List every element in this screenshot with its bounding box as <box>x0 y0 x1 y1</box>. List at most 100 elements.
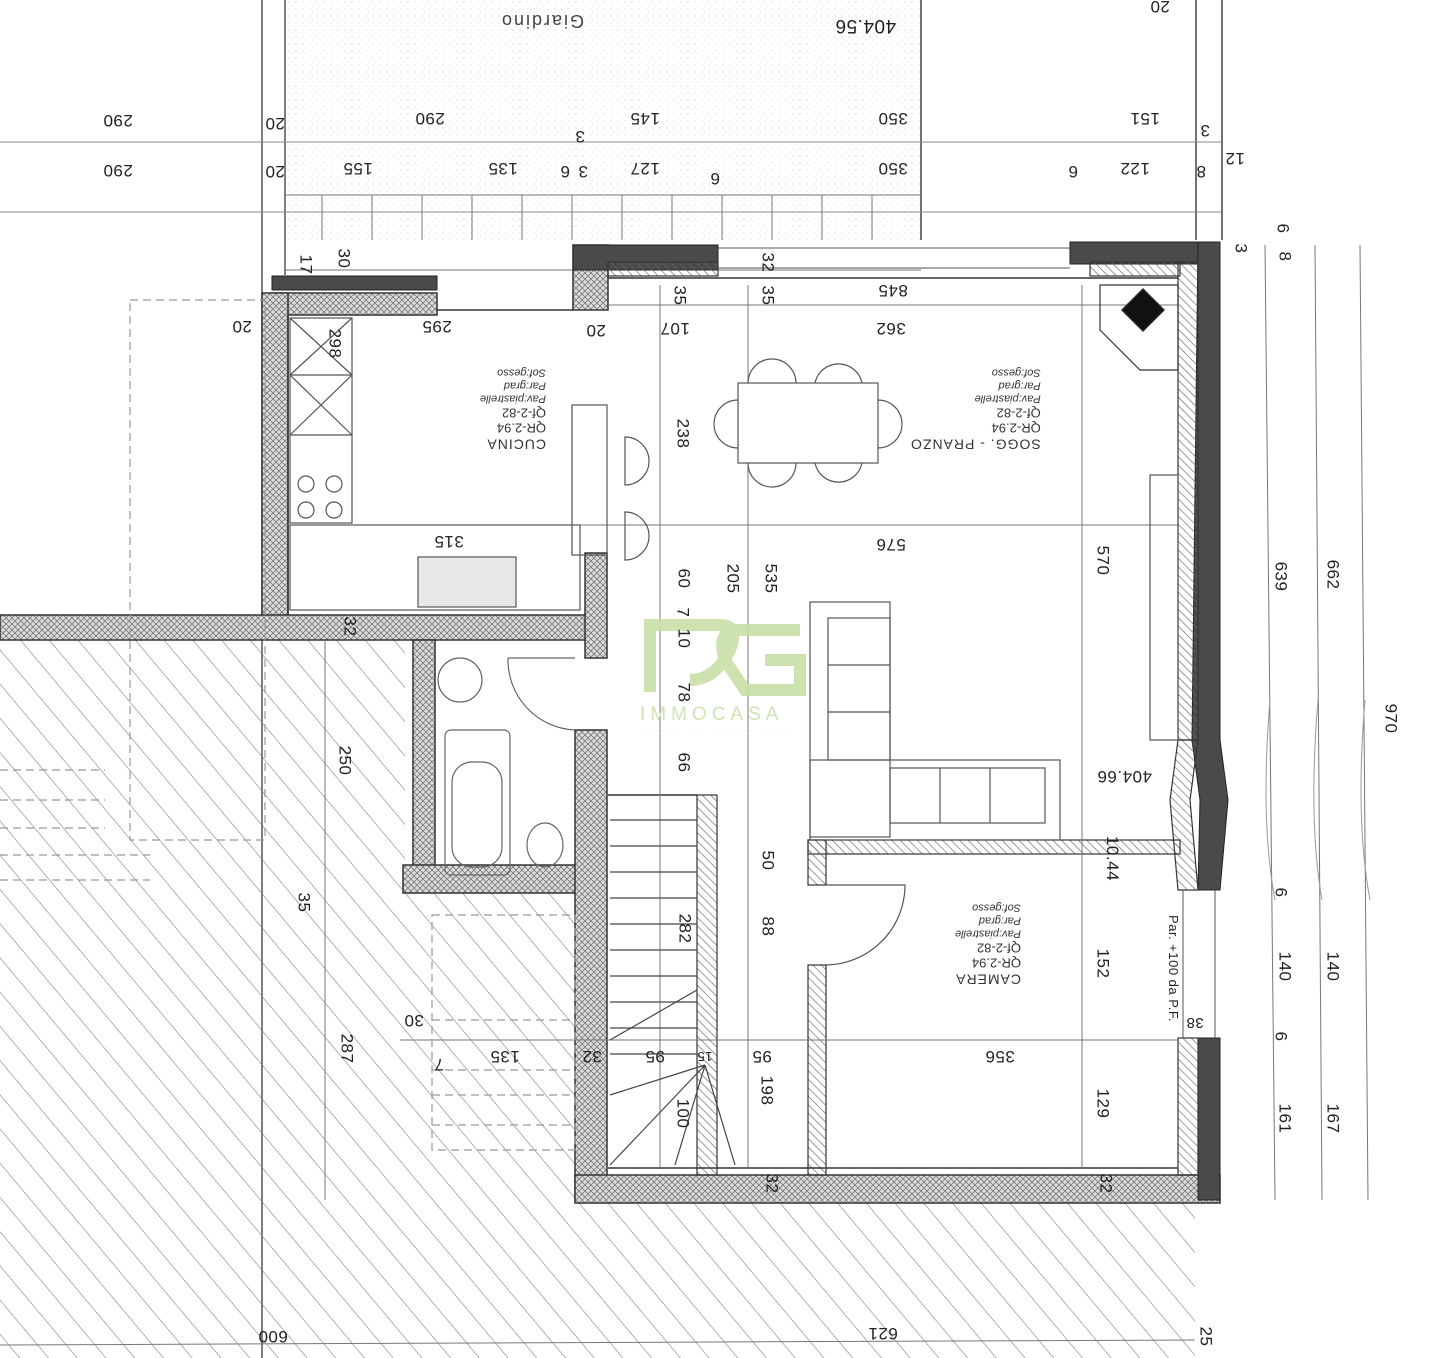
dim-label: 140 <box>1275 951 1295 982</box>
dining-table <box>713 358 903 488</box>
dim-label: 600 <box>258 1327 288 1346</box>
dim-label: 282 <box>675 913 695 944</box>
dim-label: 32 <box>758 252 778 273</box>
kitchen-fittings <box>289 317 650 611</box>
dim-label: 66 <box>674 752 694 773</box>
dim-label: 3 <box>575 127 585 146</box>
floor-offset: 10.44 <box>1103 835 1123 882</box>
dim-label: 290 <box>103 111 133 130</box>
dim-label: 122 <box>1120 159 1150 178</box>
dim-label: 32 <box>762 1173 782 1194</box>
dim-label: 167 <box>1323 1103 1343 1134</box>
living-level: 404.66 <box>1097 767 1152 786</box>
dim-label: 32 <box>1096 1173 1116 1194</box>
watermark-brand: IMMOCASA <box>640 704 784 725</box>
dim-label: 32 <box>340 616 360 637</box>
dim-label: 198 <box>757 1075 777 1106</box>
dim-label: 639 <box>1271 561 1291 592</box>
dim-label: 6 <box>560 162 570 181</box>
watermark-logo <box>644 619 806 696</box>
dim-label: 161 <box>1275 1103 1295 1134</box>
dim-label: 95 <box>645 1047 665 1066</box>
walls <box>0 244 1221 1204</box>
dim-label: 6 <box>1271 1031 1291 1042</box>
dim-label: 6 <box>1068 162 1078 181</box>
dim-label: 3 <box>1200 121 1210 140</box>
garden-area <box>285 0 921 240</box>
dim-label: 35 <box>294 892 314 913</box>
garden-level: 404.56 <box>835 15 897 36</box>
room-label-living-dining: SOGG. - PRANZO QR-2.94 Qf-2-82 Pav:piast… <box>910 366 1041 453</box>
dim-label: 6 <box>1273 223 1293 234</box>
dim-label: 127 <box>630 159 660 178</box>
dim-label: 100 <box>673 1098 693 1129</box>
dim-label: 8 <box>1275 251 1295 262</box>
dim-label: 17 <box>296 254 316 275</box>
staircase <box>609 819 736 1166</box>
dim-label: 356 <box>985 1047 1015 1066</box>
dim-label: 20 <box>265 162 285 181</box>
dim-label: 12 <box>1225 149 1245 168</box>
dim-label: 535 <box>761 563 781 594</box>
dim-label: 621 <box>868 1324 898 1343</box>
dim-label: 250 <box>335 745 355 776</box>
neighbor-area-bottom2 <box>575 1200 1195 1358</box>
dim-label: 107 <box>660 319 690 338</box>
dim-label: 298 <box>325 328 345 359</box>
dim-label: 151 <box>1130 109 1160 128</box>
dim-label: 32 <box>582 1047 602 1066</box>
fireplace <box>1099 284 1179 371</box>
neighbor-area-left <box>0 640 405 1358</box>
dim-label: 60 <box>674 568 694 589</box>
dim-label: 20 <box>1150 0 1170 16</box>
dim-label: 15 <box>697 1049 713 1064</box>
dim-label: 38 <box>1186 1014 1204 1031</box>
dim-label: 155 <box>343 159 373 178</box>
dim-label: 10 <box>674 628 694 649</box>
room-label-kitchen: CUCINA QR-2.94 Qf-2-82 Pav:piastrelle Pa… <box>480 366 547 453</box>
bathroom-fittings <box>437 657 576 876</box>
room-label-bedroom: CAMERA QR-2.94 Qf-2-82 Pav:piastrelle Pa… <box>955 901 1022 988</box>
dim-label: 662 <box>1323 559 1343 590</box>
dim-label: 25 <box>1196 1326 1216 1347</box>
dim-label: 140 <box>1323 951 1343 982</box>
dim-label: 129 <box>1093 1088 1113 1119</box>
dim-label: 6 <box>1271 887 1291 898</box>
neighbor-area-bottom <box>405 885 575 1358</box>
dim-label: 78 <box>674 682 694 703</box>
dim-label: 6 <box>710 169 720 188</box>
dim-label: 20 <box>586 321 606 340</box>
dim-label: 238 <box>673 418 693 449</box>
dim-label: 30 <box>334 248 354 269</box>
dim-label: 570 <box>1093 545 1113 576</box>
dim-label: 3 <box>578 162 588 181</box>
dim-label: 50 <box>758 850 778 871</box>
dim-label: 20 <box>265 114 285 133</box>
dim-label: 287 <box>337 1033 357 1064</box>
dim-label: 145 <box>630 109 660 128</box>
dim-label: 95 <box>752 1047 772 1066</box>
dim-label: 845 <box>878 281 908 300</box>
dim-label: 20 <box>232 317 252 336</box>
dim-label: 135 <box>490 1047 520 1066</box>
dim-label: 35 <box>758 285 778 306</box>
window-note: Par. +100 da P.F. <box>1165 915 1181 1022</box>
dim-label: 295 <box>422 317 452 336</box>
garden-label: Giardino <box>500 11 585 31</box>
dim-label: 970 <box>1381 703 1401 734</box>
dim-label: 290 <box>415 109 445 128</box>
dim-label: 30 <box>404 1011 424 1030</box>
dim-label: 205 <box>723 563 743 594</box>
dim-label: 88 <box>758 916 778 937</box>
dim-label: 7 <box>434 1055 444 1074</box>
dim-label: 152 <box>1093 948 1113 979</box>
dim-label: 350 <box>878 109 908 128</box>
interior-walls <box>607 261 1199 1176</box>
dim-label: 135 <box>488 159 518 178</box>
dim-label: 8 <box>1196 162 1206 181</box>
dim-label: 35 <box>670 285 690 306</box>
bedroom-door <box>825 884 906 966</box>
sofa <box>809 474 1179 841</box>
dim-label: 290 <box>103 161 133 180</box>
